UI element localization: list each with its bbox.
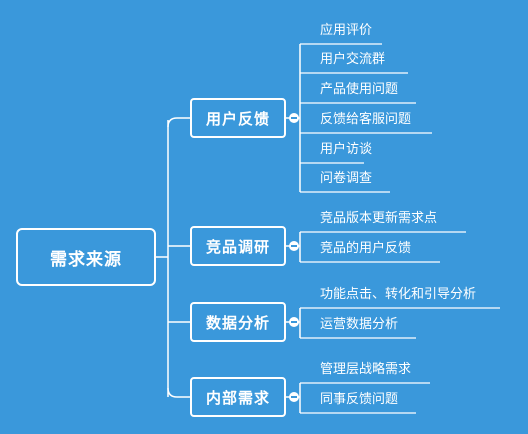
leaf-node[interactable]: 运营数据分析 (320, 317, 399, 332)
leaf-node[interactable]: 同事反馈问题 (320, 392, 399, 407)
leaf-node[interactable]: 功能点击、转化和引导分析 (320, 287, 477, 302)
leaf-node[interactable]: 应用评价 (320, 23, 373, 38)
branch-node-internal-needs[interactable]: 内部需求 (190, 377, 286, 417)
branch-node-data-analysis[interactable]: 数据分析 (190, 302, 286, 342)
branch-node-competitor-research[interactable]: 竞品调研 (190, 226, 286, 266)
leaf-node[interactable]: 问卷调查 (320, 171, 373, 186)
root-node[interactable]: 需求来源 (16, 228, 156, 286)
collapse-toggle-icon[interactable] (289, 392, 299, 402)
leaf-node[interactable]: 产品使用问题 (320, 82, 399, 97)
leaf-node[interactable]: 用户交流群 (320, 52, 386, 67)
leaf-node[interactable]: 反馈给客服问题 (320, 112, 412, 127)
leaf-node[interactable]: 管理层战略需求 (320, 362, 412, 377)
leaf-node[interactable]: 用户访谈 (320, 142, 373, 157)
leaf-node[interactable]: 竞品版本更新需求点 (320, 211, 438, 226)
collapse-toggle-icon[interactable] (289, 113, 299, 123)
collapse-toggle-icon[interactable] (289, 241, 299, 251)
collapse-toggle-icon[interactable] (289, 317, 299, 327)
branch-node-user-feedback[interactable]: 用户反馈 (190, 98, 286, 138)
leaf-node[interactable]: 竞品的用户反馈 (320, 241, 412, 256)
